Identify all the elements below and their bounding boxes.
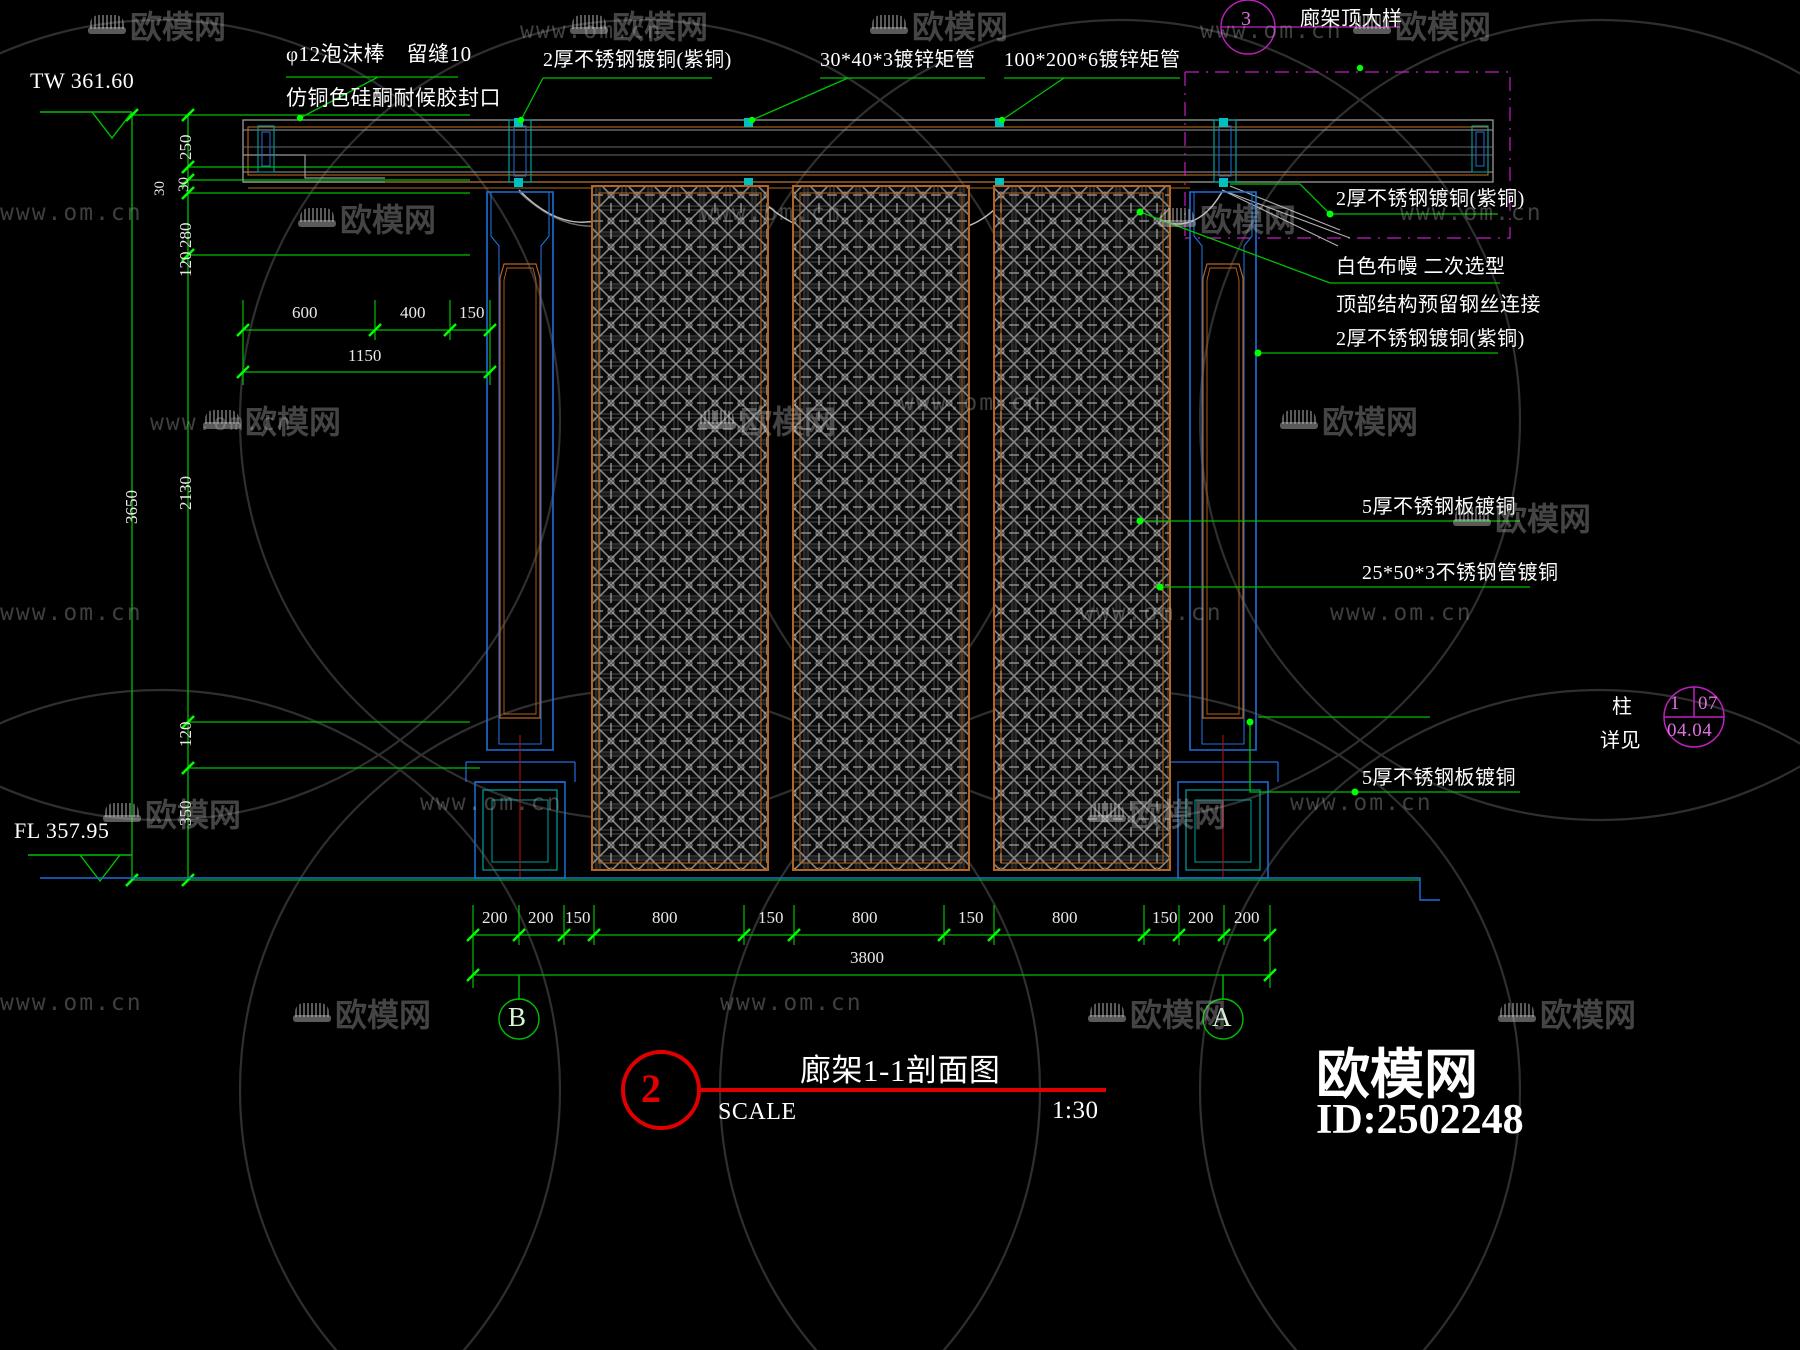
annotation-white-curtain-line1: 白色布幔 二次选型	[1336, 256, 1506, 278]
bottom-dimension-ticks	[466, 928, 1277, 982]
grid-mark-b: B	[508, 1002, 527, 1032]
column-callout-upper-right: 07	[1698, 693, 1718, 714]
bdim-800-1: 800	[652, 908, 678, 927]
grid-bubbles	[498, 975, 1244, 1040]
column-callout-prefix2: 详见	[1600, 730, 1641, 752]
vdim-250: 250	[176, 134, 195, 161]
vdim-120-upper: 120	[176, 251, 195, 278]
bdim-150-1: 150	[565, 908, 591, 927]
elevation-symbol-top	[40, 111, 133, 140]
bdim-800-2: 800	[852, 908, 878, 927]
detail-tag-label: 廊架顶大样	[1300, 8, 1403, 30]
annotation-ss-copper-top: 2厚不锈钢镀铜(紫铜)	[543, 49, 732, 71]
beam-left-return	[243, 154, 385, 183]
bdim-200-1: 200	[482, 908, 508, 927]
drawing-title: 廊架1-1剖面图	[800, 1053, 1001, 1088]
annotation-white-curtain-line2: 顶部结构预留钢丝连接	[1336, 294, 1541, 316]
detail-tag-circle	[1220, 0, 1400, 55]
column-detail-callout	[1663, 686, 1725, 748]
detail-tag-number: 3	[1241, 8, 1252, 30]
annotation-foam-rod-line2: 仿铜色硅酮耐候胶封口	[286, 86, 501, 110]
column-callout-lower: 04.04	[1667, 720, 1713, 741]
bdim-200-3: 200	[1188, 908, 1214, 927]
beam-nodes	[514, 118, 1228, 187]
annotation-ss-tube-25x50x3: 25*50*3不锈钢管镀铜	[1362, 562, 1559, 584]
udim-150: 150	[459, 303, 485, 322]
bdim-200-4: 200	[1234, 908, 1260, 927]
grid-mark-a: A	[1212, 1002, 1232, 1032]
lattice-panels	[591, 185, 1171, 871]
top-beam	[242, 119, 1494, 189]
resource-id-label: ID:2502248	[1316, 1097, 1524, 1143]
bdim-total-3800: 3800	[850, 948, 884, 967]
vdim-350: 350	[176, 800, 195, 827]
vdim-30b: 30	[176, 177, 192, 192]
left-dimension-lines	[131, 114, 1420, 881]
elevation-label-tw: TW 361.60	[30, 68, 135, 93]
ground-line	[40, 877, 1440, 901]
column-callout-prefix: 柱	[1612, 696, 1633, 718]
wire-connection	[1221, 185, 1351, 247]
column-left	[465, 191, 576, 879]
dimension-ticks-left	[125, 108, 195, 887]
bottom-dimension-chain	[472, 905, 1271, 988]
bdim-800-3: 800	[1052, 908, 1078, 927]
column-right	[1168, 191, 1279, 879]
upper-dimension-chain	[242, 300, 491, 385]
annotation-ss-plate-upper: 5厚不锈钢板镀铜	[1362, 496, 1516, 518]
annotation-ss-plate-lower: 5厚不锈钢板镀铜	[1362, 767, 1516, 789]
annotation-foam-rod-line1: φ12泡沫棒 留缝10	[286, 42, 472, 66]
elevation-symbol-bottom	[28, 854, 132, 883]
detail-number: 2	[641, 1066, 662, 1111]
bdim-200-2: 200	[528, 908, 554, 927]
udim-600: 600	[292, 303, 318, 322]
vdim-30a: 30	[152, 181, 168, 196]
brand-logo-text: 欧模网	[1316, 1045, 1478, 1105]
scale-value: 1:30	[1052, 1097, 1099, 1124]
detail-tag-box	[1185, 71, 1511, 239]
bdim-150-2: 150	[758, 908, 784, 927]
vdim-120-lower: 120	[176, 721, 195, 748]
upper-dimension-ticks	[236, 323, 497, 379]
bdim-150-4: 150	[1152, 908, 1178, 927]
vdim-2130: 2130	[176, 476, 195, 510]
udim-total-1150: 1150	[348, 346, 382, 365]
bdim-150-3: 150	[958, 908, 984, 927]
annotation-ss-copper-right: 2厚不锈钢镀铜(紫铜)	[1336, 188, 1525, 210]
elevation-label-fl: FL 357.95	[14, 818, 110, 843]
column-callout-upper-left: 1	[1670, 693, 1680, 714]
vdim-280: 280	[176, 222, 195, 249]
udim-400: 400	[400, 303, 426, 322]
leader-dots	[296, 64, 1364, 796]
leader-lines	[286, 76, 1530, 793]
annotation-galv-30x40x3: 30*40*3镀锌矩管	[820, 49, 976, 71]
title-detail-bubble	[621, 1050, 714, 1130]
scale-label: SCALE	[718, 1099, 797, 1125]
annotation-ss-copper-right2: 2厚不锈钢镀铜(紫铜)	[1336, 328, 1525, 350]
annotation-galv-100x200x6: 100*200*6镀锌矩管	[1004, 49, 1181, 71]
vdim-3650-total: 3650	[122, 490, 141, 524]
